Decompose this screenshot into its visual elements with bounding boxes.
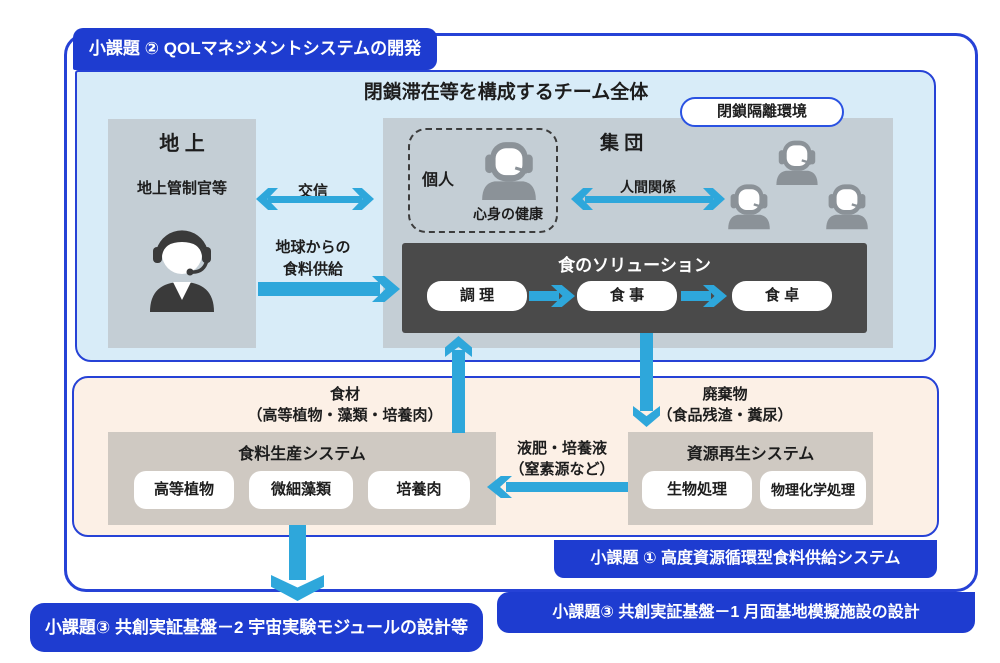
production-item-algae: 微細藻類 — [249, 471, 353, 509]
comm-arrow-shaft — [268, 196, 362, 203]
astronaut-icon-top — [776, 140, 818, 185]
recycle-item-bio: 生物処理 — [642, 471, 752, 509]
team-title: 閉鎖滞在等を構成するチーム全体 — [363, 82, 649, 103]
badge-kyoso-base1: 小課題③ 共創実証基盤－1 月面基地模擬施設の設計 — [497, 592, 975, 633]
production-item-plants: 高等植物 — [134, 471, 234, 509]
supply-label-line1: 地球からの — [275, 239, 351, 256]
supply-label-line2: 食料供給 — [282, 261, 343, 278]
recycle-item-physchem: 物理化学処理 — [760, 471, 866, 509]
production-title: 食料生産システム — [238, 446, 366, 463]
relations-arrow-shaft — [585, 196, 713, 203]
relations-label: 人間関係 — [620, 179, 676, 195]
individual-astronaut-icon — [482, 142, 536, 200]
isolation-env-box: 閉鎖隔離環境 — [680, 97, 844, 127]
astronaut-icon-left — [728, 184, 770, 230]
ground-controller-icon — [150, 230, 214, 312]
food-solution-title: 食のソリューション — [558, 256, 711, 275]
recycle-title: 資源再生システム — [686, 446, 815, 463]
ground-title: 地 上 — [159, 133, 205, 155]
health-label: 心身の健康 — [473, 206, 543, 222]
group-label: 集 団 — [600, 133, 644, 154]
comm-label: 交信 — [297, 183, 328, 200]
astronaut-icon-right — [826, 184, 868, 230]
fertilizer-label-line1: 液肥・培養液 — [516, 440, 607, 457]
step-arrow1-shaft — [529, 291, 559, 301]
fertilizer-label-line2: （窒素源など） — [509, 461, 615, 478]
food-material-label-line2: （高等植物・藻類・培養肉） — [247, 407, 443, 424]
badge-subtask1: 小課題 ① 高度資源循環型食料供給システム — [554, 540, 937, 578]
waste-label-line2: （食品残渣・糞尿） — [657, 407, 793, 424]
badge-kyoso-base2: 小課題③ 共創実証基盤－2 宇宙実験モジュールの設計等 — [30, 603, 483, 652]
step-arrow2-shaft — [681, 291, 711, 301]
individual-label: 個人 — [422, 172, 455, 189]
module-down-arrow-shaft — [289, 525, 306, 580]
individual-box — [408, 128, 558, 233]
step-cooking: 調 理 — [427, 281, 527, 311]
supply-arrow-shaft — [258, 282, 380, 296]
badge-subtask2-qol: 小課題 ② QOLマネジメントシステムの開発 — [73, 28, 437, 70]
fertilizer-arrow-shaft — [506, 482, 628, 492]
waste-label-line1: 廃棄物 — [702, 386, 748, 403]
step-meal: 食 事 — [577, 281, 677, 311]
food-up-arrow-shaft — [452, 350, 465, 433]
waste-down-arrow-shaft — [640, 333, 653, 411]
ground-subtitle: 地上管制官等 — [136, 180, 227, 197]
production-item-meat: 培養肉 — [368, 471, 470, 509]
food-material-label-line1: 食材 — [329, 386, 360, 403]
step-table: 食 卓 — [732, 281, 832, 311]
